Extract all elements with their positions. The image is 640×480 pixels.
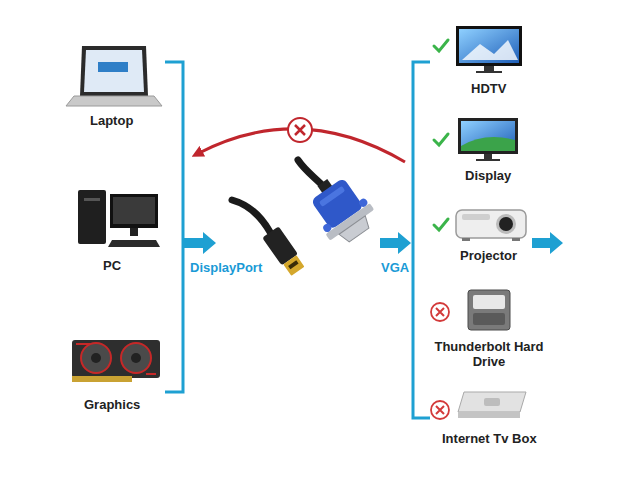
- vga-connector-part: [358, 197, 369, 208]
- laptop-icon-part: [84, 50, 144, 92]
- projector-icon-part: [462, 238, 470, 241]
- device-label: Display: [465, 168, 511, 183]
- device-node: HDTV: [468, 80, 509, 97]
- left-bracket-part: [165, 62, 183, 392]
- port-label: VGA: [381, 260, 409, 275]
- hdtv-icon-part: [476, 71, 502, 73]
- not-ok-mark-part: [431, 401, 449, 419]
- graphics-card-icon-part: [76, 344, 156, 374]
- graphics-card-icon-part: [72, 376, 132, 382]
- ok-mark-part: [434, 219, 448, 230]
- display-icon-part: [484, 154, 492, 159]
- laptop-icon-part: [98, 62, 128, 72]
- projector-icon-part: [496, 214, 516, 234]
- laptop-icon-part: [66, 96, 162, 106]
- projector-arrow: [532, 232, 563, 254]
- not-ok-mark: [431, 303, 449, 419]
- cable-part: [232, 200, 270, 232]
- device-node: Laptop: [87, 112, 136, 129]
- device-node: Projector: [457, 247, 520, 264]
- hdmi-connector-part: [283, 255, 304, 276]
- device-node: Display: [462, 167, 514, 184]
- display-icon-part: [461, 137, 515, 151]
- device-label: HDTV: [471, 81, 506, 96]
- display-icon-part: [461, 121, 515, 151]
- display-icon-part: [458, 118, 518, 154]
- device-node: Thunderbolt Hard Drive: [423, 338, 555, 370]
- device-label: Graphics: [84, 397, 140, 412]
- display-icon: [458, 118, 518, 161]
- right-bracket-part: [413, 62, 430, 418]
- hard-drive-icon-part: [473, 313, 505, 325]
- hard-drive-icon: [468, 290, 510, 330]
- vga-connector-part: [319, 186, 345, 207]
- ok-mark-part: [434, 40, 448, 51]
- pc-icon-part: [130, 228, 138, 236]
- hard-drive-icon-part: [473, 295, 505, 309]
- hdtv-icon-part: [484, 66, 494, 71]
- right-arrow-part: [380, 232, 411, 254]
- left-bracket: [165, 62, 183, 392]
- tv-box-icon-part: [458, 412, 520, 418]
- port-label: DisplayPort: [190, 260, 262, 275]
- laptop-icon: [66, 46, 162, 106]
- pc-icon-part: [110, 194, 158, 228]
- pc-icon-part: [113, 197, 155, 224]
- projector-arrow-part: [532, 232, 563, 254]
- device-node: Internet Tv Box: [439, 430, 540, 447]
- hdtv-icon-part: [456, 26, 522, 66]
- device-label: Internet Tv Box: [442, 431, 537, 446]
- ok-mark: [434, 40, 448, 230]
- projector-icon-part: [456, 210, 526, 238]
- graphics-card-icon-part: [72, 340, 160, 378]
- pc-icon: [78, 190, 160, 247]
- cable-part: [298, 160, 324, 187]
- tv-box-icon: [458, 392, 526, 418]
- right-arrow: [380, 232, 411, 254]
- not-ok-mark-part: [436, 308, 444, 316]
- tv-box-icon-part: [484, 398, 500, 406]
- reverse-arrow: [197, 118, 405, 162]
- left-arrow-part: [183, 232, 216, 254]
- vga-connector: [300, 167, 381, 250]
- display-icon-part: [476, 159, 500, 161]
- not-ok-mark-part: [436, 406, 444, 414]
- hdtv-icon-part: [459, 29, 519, 63]
- pc-icon-part: [84, 198, 100, 201]
- left-arrow: [183, 232, 216, 254]
- device-label: PC: [103, 258, 121, 273]
- projector-icon-part: [499, 217, 513, 231]
- cable: [232, 160, 324, 232]
- right-bracket: [413, 62, 430, 418]
- projector-icon-part: [512, 238, 520, 241]
- graphics-card-icon-part: [121, 343, 151, 373]
- pc-icon-part: [78, 190, 106, 244]
- reverse-arrow-part: [288, 118, 312, 142]
- projector-icon-part: [462, 214, 490, 220]
- device-label: Thunderbolt Hard Drive: [426, 339, 552, 369]
- hdtv-icon: [456, 26, 522, 73]
- pc-icon-part: [108, 240, 160, 247]
- reverse-arrow-part: [295, 125, 305, 135]
- device-label: Projector: [460, 248, 517, 263]
- graphics-card-icon-part: [91, 353, 101, 363]
- tv-box-icon-part: [458, 392, 526, 412]
- hdtv-icon-part: [462, 40, 518, 60]
- hdmi-connector-part: [288, 260, 298, 269]
- vga-connector-part: [322, 222, 333, 233]
- hdmi-connector: [262, 226, 306, 277]
- device-label: Laptop: [90, 113, 133, 128]
- device-node: Graphics: [81, 396, 143, 413]
- laptop-icon-part: [80, 46, 148, 96]
- ok-mark-part: [434, 134, 448, 145]
- projector-icon: [456, 210, 526, 241]
- graphics-card-icon: [72, 340, 160, 382]
- not-ok-mark-part: [431, 303, 449, 321]
- vga-connector-part: [339, 216, 372, 244]
- graphics-card-icon-part: [81, 343, 111, 373]
- graphics-card-icon-part: [131, 353, 141, 363]
- hard-drive-icon-part: [468, 290, 510, 330]
- device-node: PC: [100, 257, 124, 274]
